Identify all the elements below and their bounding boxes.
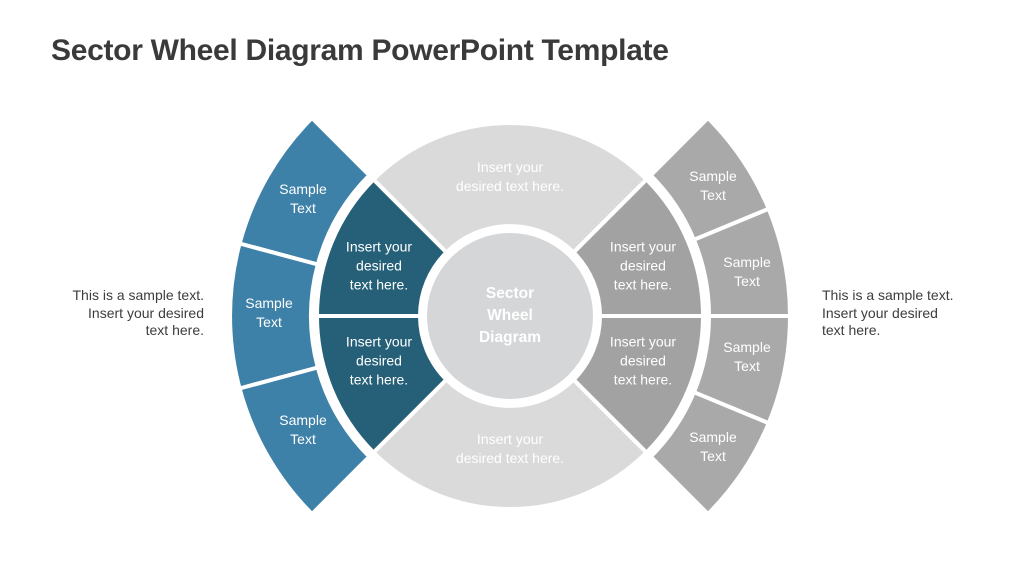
sector-outer-left-3[interactable] [237, 365, 372, 516]
sector-inner-right-top[interactable] [571, 177, 705, 318]
right-side-note: This is a sample text.Insert your desire… [822, 287, 954, 338]
sector-outer-right-4[interactable] [648, 390, 771, 516]
sector-inner-right-bottom[interactable] [571, 314, 705, 455]
sector-outer-right-3[interactable] [691, 314, 793, 426]
slide-title: Sector Wheel Diagram PowerPoint Template [51, 34, 669, 67]
sector-outer-right-2[interactable] [691, 206, 793, 318]
sector-outer-left-2[interactable] [228, 241, 320, 391]
sector-outer-right-1[interactable] [648, 116, 771, 242]
sector-inner-left-top[interactable] [315, 177, 449, 318]
sector-fan-bottom[interactable] [371, 377, 649, 511]
sector-fan-top[interactable] [371, 121, 649, 255]
wheel-center-circle[interactable] [423, 229, 597, 403]
sector-inner-left-bottom[interactable] [315, 314, 449, 455]
left-side-note: This is a sample text.Insert your desire… [72, 287, 205, 338]
